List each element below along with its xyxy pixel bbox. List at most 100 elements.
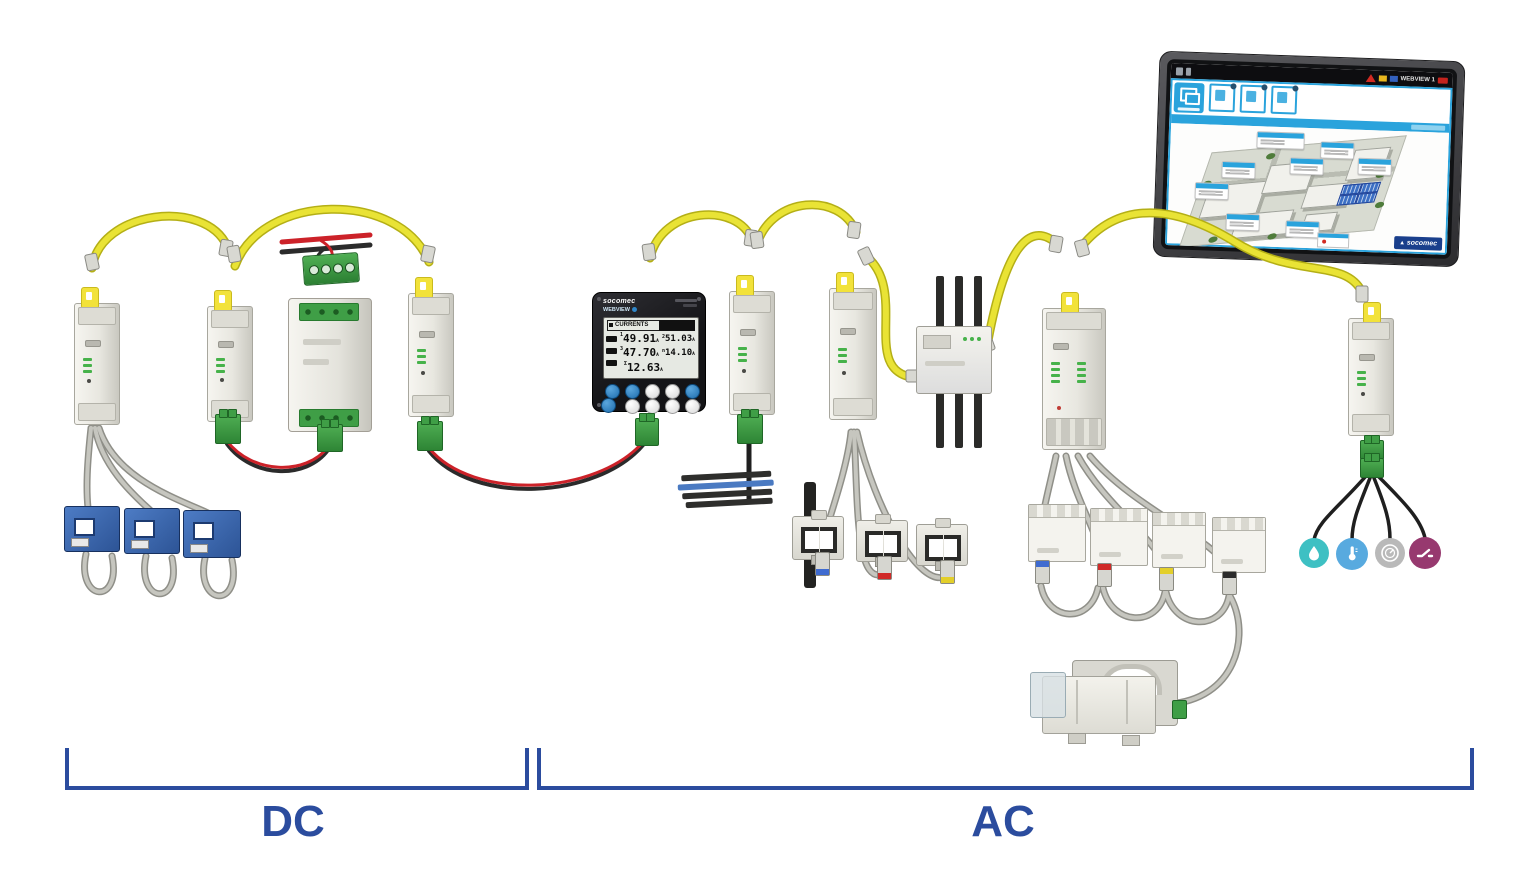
busbar-sensor-block (916, 326, 992, 394)
breaker-ct-block (1212, 517, 1266, 573)
dc-supply-connector (302, 252, 360, 286)
data-callout (1221, 160, 1256, 180)
diris-display-meter: socomec WEBVIEW CURRENTS 149.91A 251.03A… (592, 292, 706, 414)
alarm-count-badge (1437, 76, 1448, 84)
status-leds (838, 347, 847, 363)
water-meter (1299, 538, 1329, 568)
monitor-bezel: WEBVIEW 1 (1160, 58, 1458, 260)
dc-current-sensor (124, 508, 180, 554)
digiware-dc-current-module (74, 287, 120, 425)
meter-button (665, 384, 680, 399)
water-drop-icon (1309, 546, 1319, 561)
reading-in: n14.10A (662, 348, 695, 358)
meter-button (645, 384, 660, 399)
dc-supply-wires (279, 232, 373, 263)
brand-logo: socomec (603, 298, 636, 305)
meter-button (665, 399, 680, 414)
reading-sum: Σ12.63A (624, 361, 663, 374)
toolbar-icon (1208, 83, 1236, 113)
alarm-icon (1365, 73, 1376, 82)
green-plug-connector (317, 419, 343, 452)
status-leds (1357, 371, 1366, 387)
status-leds (963, 337, 981, 341)
meter-button (601, 398, 616, 413)
breaker-ct-block (1028, 504, 1086, 562)
dc-section-bracket (65, 748, 529, 790)
data-callout (1289, 157, 1325, 176)
green-plug-connector (215, 409, 241, 444)
toolbar-icon (1239, 84, 1267, 114)
dc-current-sensor (64, 506, 120, 552)
meter-button (625, 399, 640, 414)
breaker-ct-block (1090, 508, 1148, 566)
gauge-icon (1381, 544, 1399, 562)
switch-icon (1416, 548, 1434, 558)
digiware-current-module (829, 272, 877, 420)
digiware-gateway-module (1042, 292, 1106, 450)
rj12-plug-blue (815, 552, 830, 576)
dc-current-sensor (183, 510, 241, 558)
webview-logo: WEBVIEW (603, 307, 637, 313)
status-leds (83, 358, 92, 373)
green-plug-connector (1360, 453, 1384, 478)
flag-icon (1389, 75, 1398, 82)
socomec-logo: socomec (1393, 236, 1443, 251)
pressure-gauge (1375, 538, 1405, 568)
status-leds (417, 348, 426, 364)
terminal-cover (1030, 672, 1066, 718)
digiware-voltage-module (729, 275, 775, 415)
site-3d-view: socomec (1166, 123, 1449, 253)
status-leds (1077, 362, 1086, 384)
rj45-plugs (84, 221, 1064, 383)
data-callout (1285, 220, 1320, 239)
data-callout (1256, 131, 1305, 150)
meter-button (685, 384, 700, 399)
supervision-monitor: WEBVIEW 1 (1152, 50, 1466, 268)
reading-i3: 347.70A (620, 346, 659, 359)
digiware-io-module (1348, 302, 1394, 436)
rj12-plug-blue (1035, 560, 1050, 584)
rj12-plug-black (1222, 571, 1237, 595)
status-leds (216, 358, 225, 374)
terminal-strip (299, 303, 359, 321)
webview-screen: WEBVIEW 1 (1164, 63, 1454, 255)
screen-title: CURRENTS (607, 320, 662, 331)
split-core-ct (916, 518, 968, 571)
rj12-plug-red (1097, 563, 1112, 587)
rj12-plug-yellow (1159, 567, 1174, 591)
rj12-plug-yellow (940, 560, 955, 584)
digiware-dc-branch-module (408, 277, 454, 417)
power-supply-module (288, 298, 372, 432)
data-callout (1194, 182, 1230, 201)
dc-section-label: DC (261, 797, 325, 846)
alarm-led (1057, 405, 1061, 410)
rj12-plug-red (877, 556, 892, 580)
status-leds (1051, 362, 1060, 384)
thermometer-icon (1348, 546, 1358, 561)
menu-icon (1175, 66, 1184, 76)
reading-i1: 149.91A (620, 332, 659, 345)
meter-button (625, 384, 640, 399)
power-wires (225, 439, 646, 491)
ac-section-bracket (537, 748, 1474, 790)
status-leds (738, 346, 747, 362)
screen-status-box (659, 320, 695, 331)
toolbar-icon (1270, 85, 1298, 115)
breaker-ct-block (1152, 512, 1206, 568)
webview-status-title: WEBVIEW 1 (1400, 75, 1435, 83)
data-callout (1357, 157, 1393, 176)
meter-button (685, 399, 700, 414)
io-sensor-wires (1312, 474, 1427, 542)
contact-switch (1409, 537, 1441, 569)
green-plug-connector (635, 413, 659, 446)
user-icon (1185, 67, 1192, 76)
ac-section-label: AC (971, 797, 1035, 846)
digiware-dc-voltage-module (207, 290, 253, 422)
meter-button (605, 384, 620, 399)
meter-button (645, 399, 660, 414)
photoview-app-icon (1173, 82, 1205, 114)
temperature-sensor (1336, 538, 1368, 570)
flag-icon (1378, 74, 1387, 82)
